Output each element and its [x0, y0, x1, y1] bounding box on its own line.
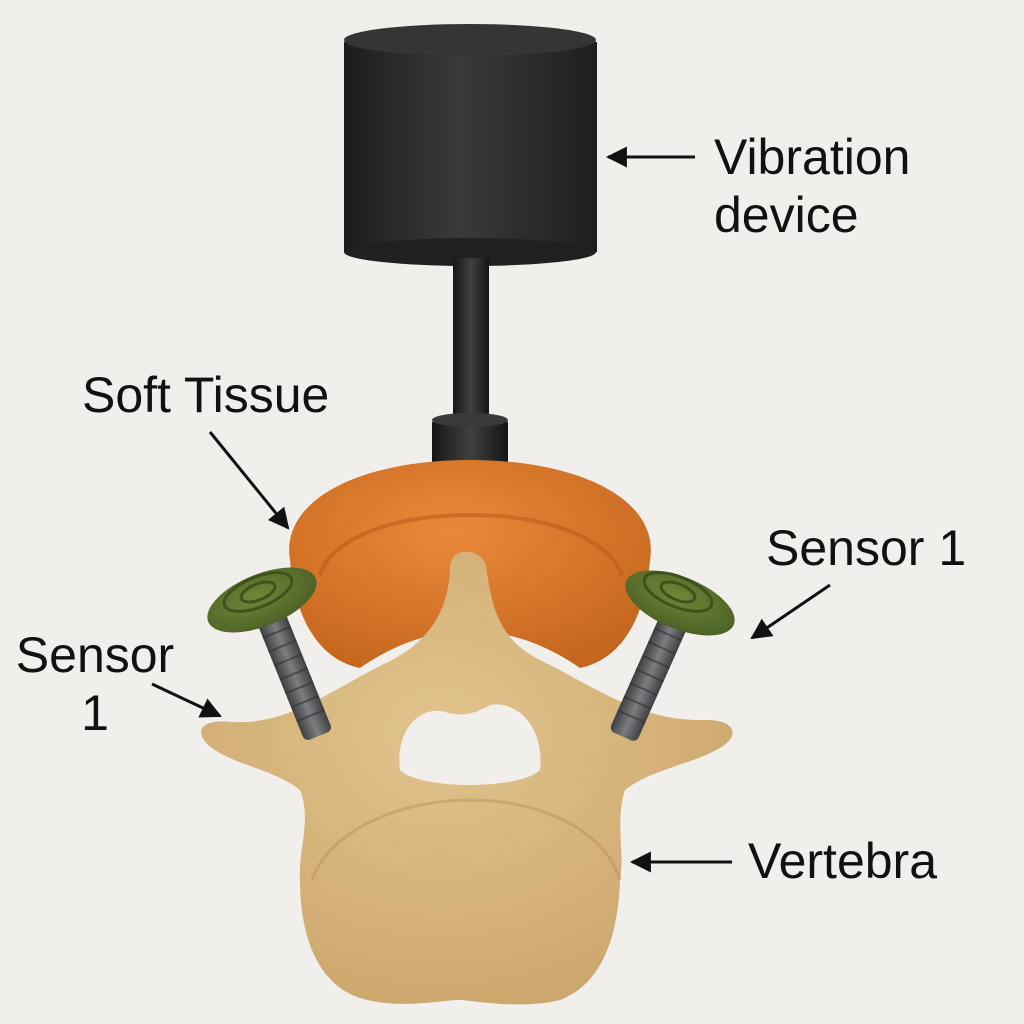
soft-tissue-label-text: Soft Tissue	[82, 367, 330, 423]
vibration-device-label-line1: Vibration	[714, 129, 911, 185]
vertebra-icon	[201, 551, 733, 1005]
soft-tissue-label: Soft Tissue	[82, 366, 329, 424]
vertebra-label: Vertebra	[748, 832, 937, 890]
vibration-device-icon	[344, 24, 597, 468]
vibration-device-label: Vibration device	[714, 128, 910, 244]
sensor-right-arrow	[750, 583, 831, 640]
sensor-icon	[207, 567, 331, 740]
sensor-left-arrow	[151, 682, 222, 718]
sensor-left-label: Sensor 1	[8, 626, 182, 742]
sensor-left-label-line1: Sensor	[15, 627, 175, 683]
sensor-left-label-line2: 1	[81, 685, 109, 741]
sensor-right-label-text: Sensor 1	[766, 520, 967, 576]
sensor-right-label: Sensor 1	[766, 519, 966, 577]
vertebra-label-text: Vertebra	[748, 833, 938, 889]
soft-tissue-arrow	[208, 431, 290, 530]
vibration-device-label-line2: device	[714, 187, 859, 243]
sensor-icon	[610, 570, 735, 741]
